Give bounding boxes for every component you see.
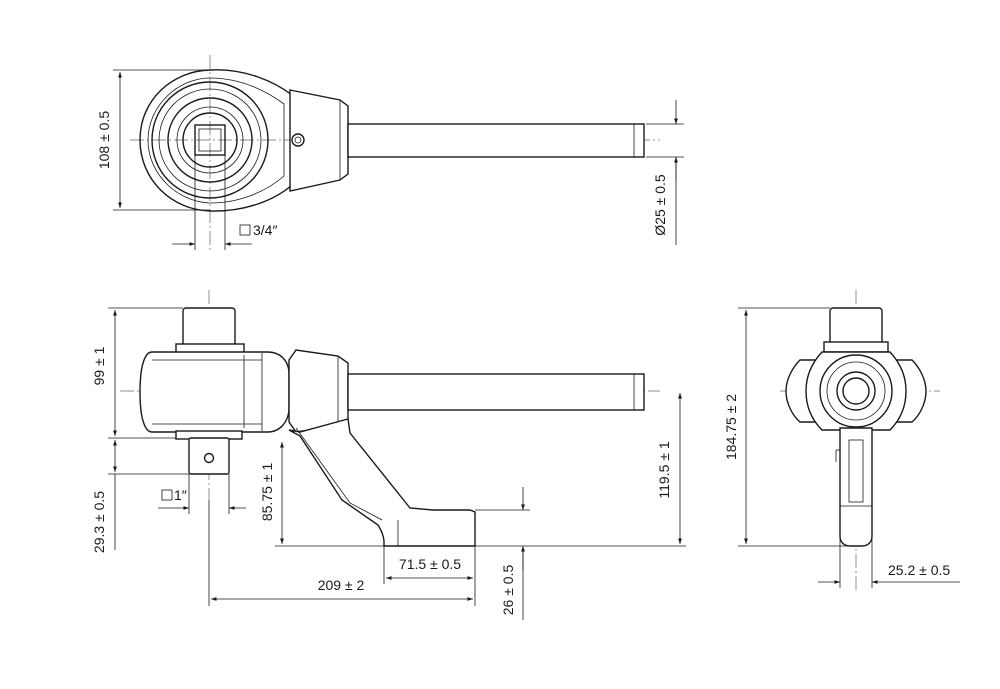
reaction-arm-side <box>839 427 873 547</box>
dim-29-3: 29.3 ± 0.5 <box>91 491 107 553</box>
dim-square-3-4: 3/4″ <box>253 222 277 238</box>
dim-85-75: 85.75 ± 1 <box>259 463 275 521</box>
head-front <box>139 351 290 433</box>
square-symbol-icon-1 <box>161 489 173 501</box>
shaft-top <box>347 123 645 158</box>
dim-25-2: 25.2 ± 0.5 <box>888 562 950 578</box>
dim-184-75: 184.75 ± 2 <box>723 394 739 460</box>
side-view: 184.75 ± 2 25.2 ± 0.5 <box>723 290 960 590</box>
dim-26: 26 ± 0.5 <box>500 565 516 616</box>
head-outline <box>139 69 293 212</box>
dim-209: 209 ± 2 <box>318 577 365 593</box>
sleeve-front <box>288 349 349 433</box>
dim-25-diameter: Ø25 ± 0.5 <box>652 174 668 236</box>
square-symbol-icon <box>239 224 251 236</box>
dim-square-1: 1″ <box>174 487 187 503</box>
shaft-front <box>347 373 645 411</box>
square-drive-top <box>194 124 226 156</box>
dim-71-5: 71.5 ± 0.5 <box>399 556 461 572</box>
sleeve-top <box>289 89 349 192</box>
output-drive-front <box>188 437 230 475</box>
top-view: 108 ± 0.5 Ø25 ± 0.5 3/4″ <box>96 55 684 250</box>
front-view: 99 ± 1 29.3 ± 0.5 1″ 85.75 ± 1 119.5 ± 1… <box>91 290 686 620</box>
dim-99: 99 ± 1 <box>91 346 107 385</box>
dim-119-5: 119.5 ± 1 <box>656 441 672 498</box>
dim-108: 108 ± 0.5 <box>96 111 112 169</box>
reaction-arm-front <box>288 418 476 547</box>
